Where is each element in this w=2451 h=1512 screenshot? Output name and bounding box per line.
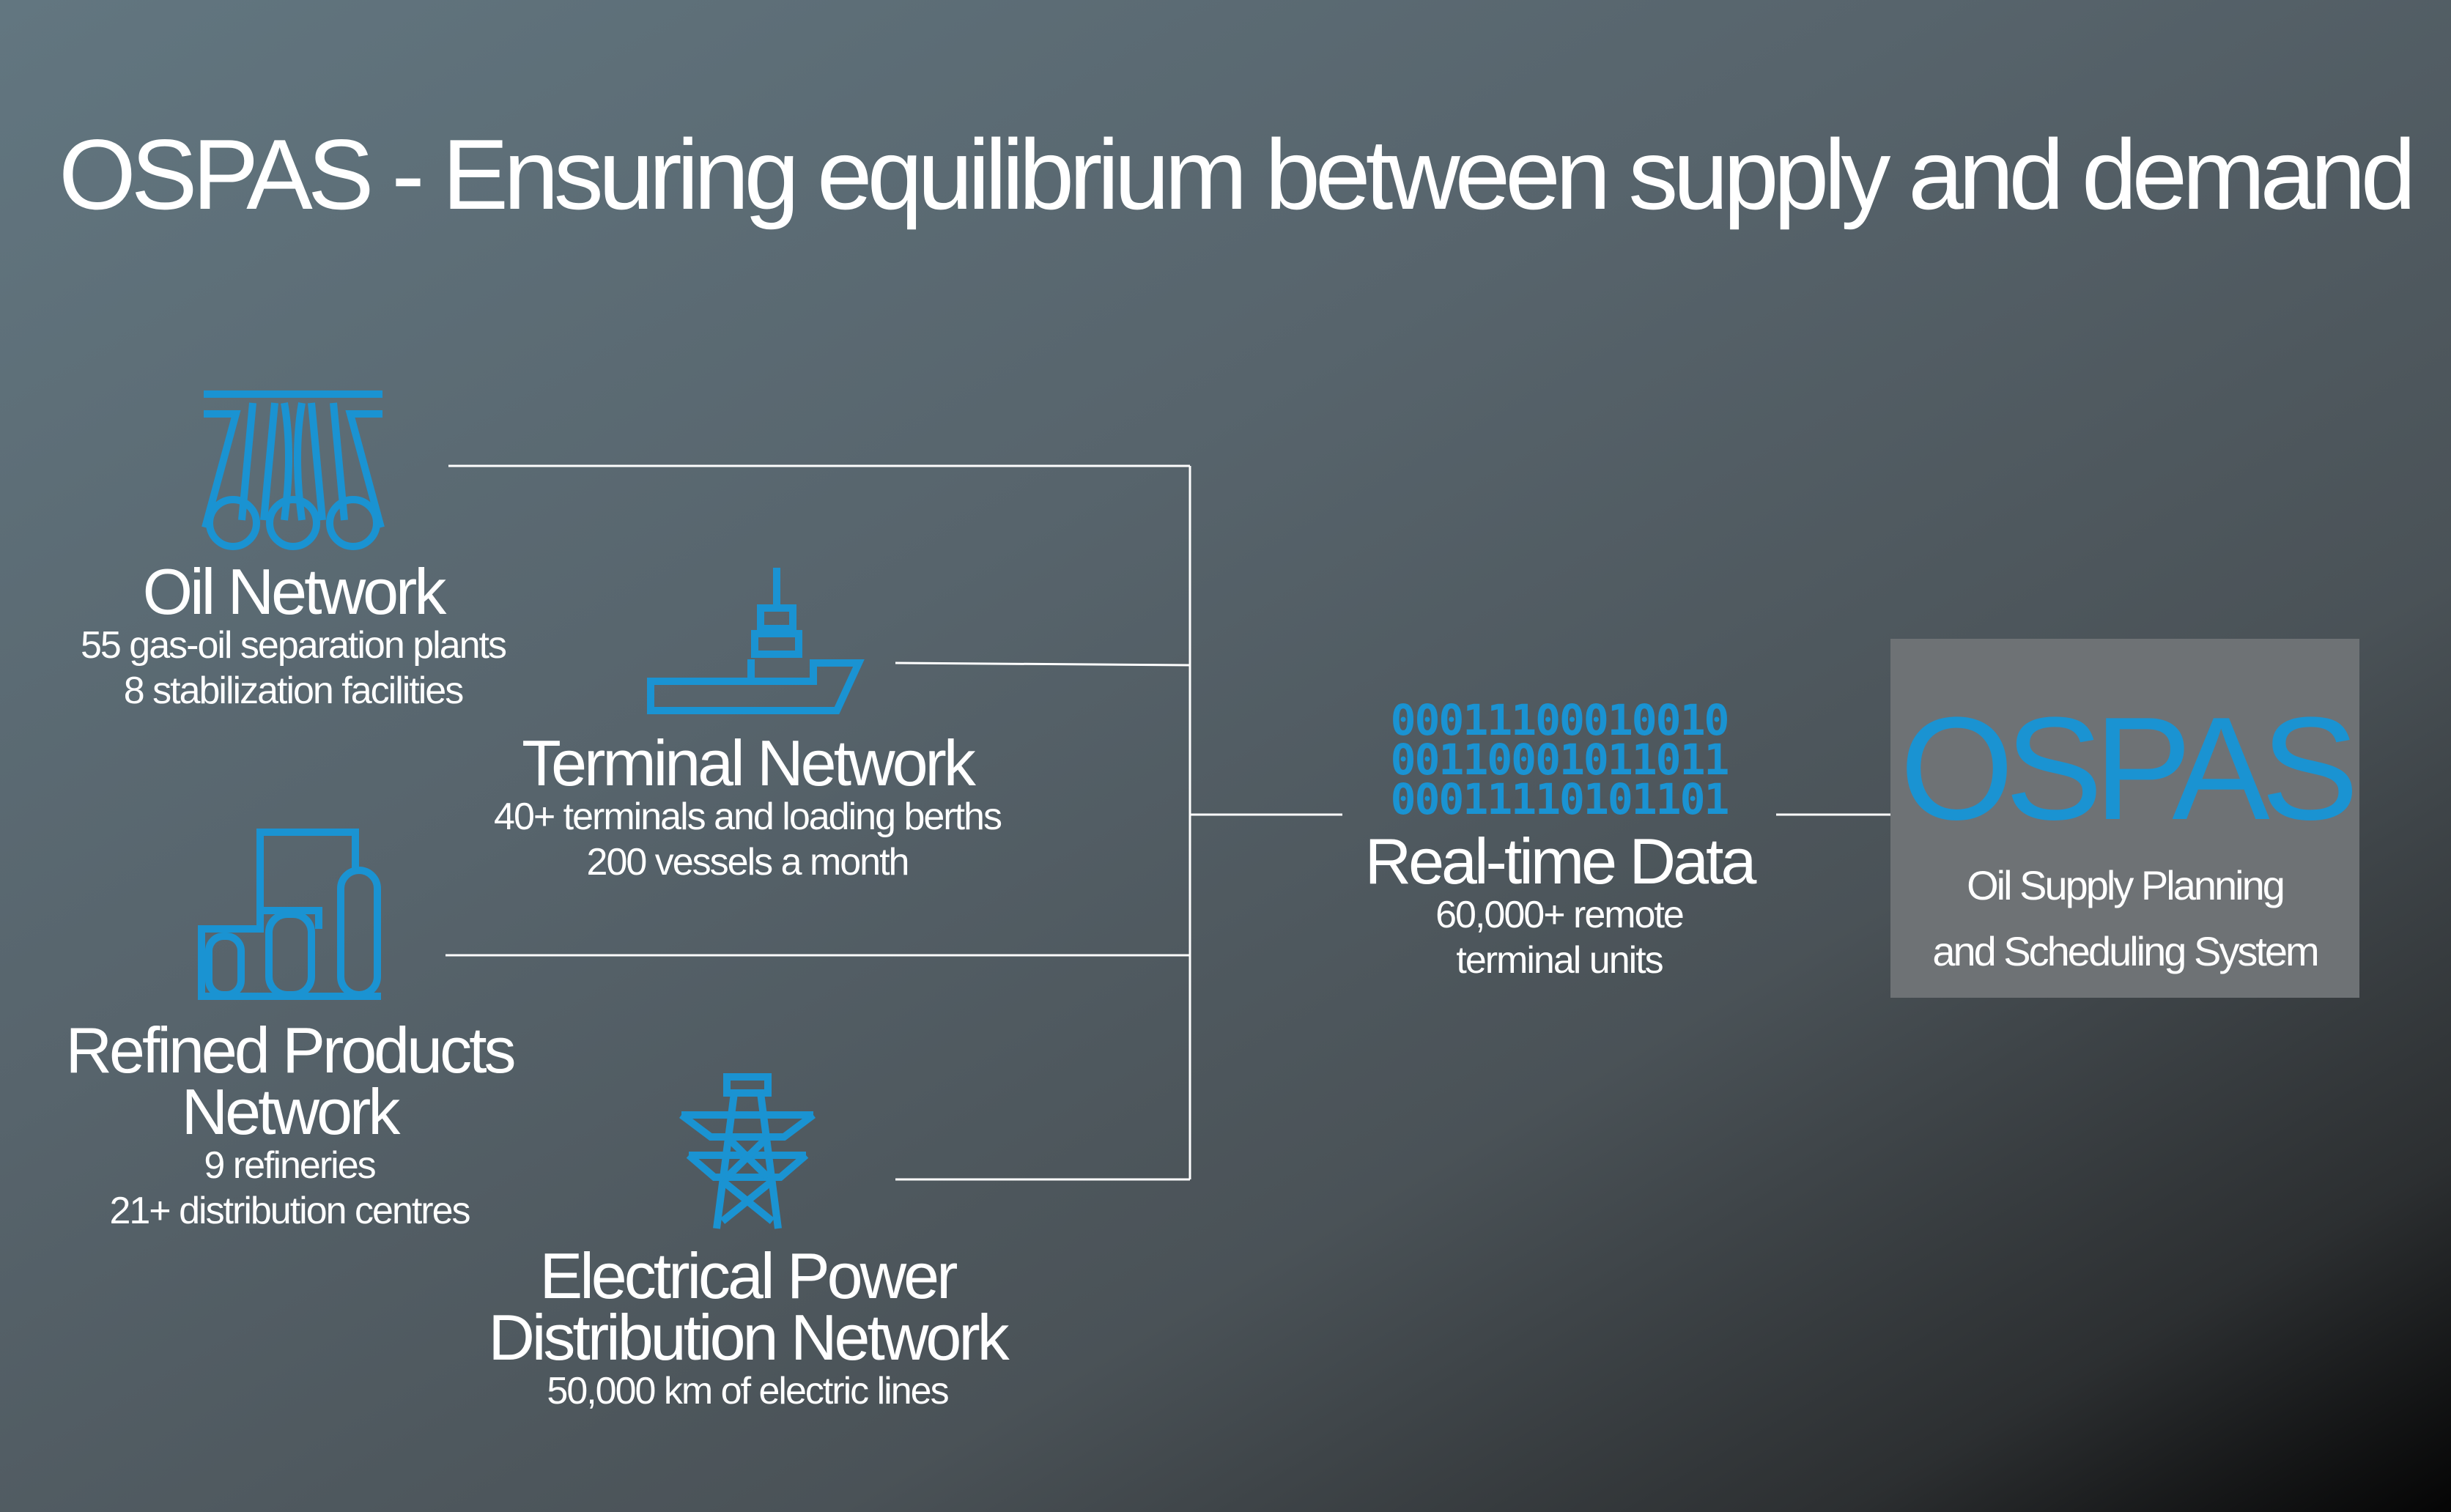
refined-products-block: Refined Products Network 9 refineries 21… bbox=[65, 1014, 516, 1234]
power-network-title-2: Distribution Network bbox=[488, 1301, 1009, 1374]
terminal-network-line-2: 200 vessels a month bbox=[586, 841, 910, 883]
page-title: OSPAS - Ensuring equilibrium between sup… bbox=[59, 119, 2416, 230]
refined-products-line-1: 9 refineries bbox=[204, 1144, 376, 1187]
refined-products-title-1: Refined Products bbox=[65, 1014, 516, 1086]
connector-terminal bbox=[895, 662, 1191, 667]
refined-products-title-2: Network bbox=[181, 1075, 401, 1148]
ospas-subtitle-2: and Scheduling System bbox=[1932, 928, 2319, 974]
realtime-data-line-1: 60,000+ remote bbox=[1435, 894, 1685, 936]
oil-network-line-1: 55 gas-oil separation plants bbox=[81, 624, 507, 667]
binary-line-2: 00110001011011 bbox=[1390, 735, 1730, 785]
realtime-data-block: 00011100010010 00110001011011 0001111010… bbox=[1364, 695, 1757, 983]
oil-network-block: Oil Network 55 gas-oil separation plants… bbox=[81, 555, 507, 714]
refined-products-line-2: 21+ distribution centres bbox=[109, 1190, 470, 1232]
oil-network-title: Oil Network bbox=[142, 555, 447, 628]
terminal-network-block: Terminal Network 40+ terminals and loadi… bbox=[494, 727, 1002, 885]
terminal-network-title: Terminal Network bbox=[522, 727, 976, 799]
ospas-subtitle-1: Oil Supply Planning bbox=[1967, 862, 2285, 908]
terminal-network-line-1: 40+ terminals and loading berths bbox=[494, 796, 1002, 838]
ospas-box: OSPAS Oil Supply Planning and Scheduling… bbox=[1890, 639, 2359, 998]
realtime-data-title: Real-time Data bbox=[1364, 825, 1757, 897]
ospas-logo: OSPAS bbox=[1899, 687, 2359, 850]
binary-line-1: 00011100010010 bbox=[1390, 695, 1730, 745]
binary-line-3: 00011110101101 bbox=[1390, 774, 1730, 824]
pipeline-icon bbox=[202, 390, 385, 550]
power-network-line-1: 50,000 km of electric lines bbox=[547, 1370, 949, 1412]
power-network-title-1: Electrical Power bbox=[539, 1239, 958, 1312]
power-network-block: Electrical Power Distribution Network 50… bbox=[488, 1239, 1009, 1414]
realtime-data-line-2: terminal units bbox=[1456, 939, 1663, 982]
ship-icon bbox=[647, 568, 865, 714]
power-tower-icon bbox=[679, 1073, 816, 1229]
refinery-icon bbox=[198, 829, 381, 1000]
oil-network-line-2: 8 stabilization facilities bbox=[123, 670, 464, 712]
